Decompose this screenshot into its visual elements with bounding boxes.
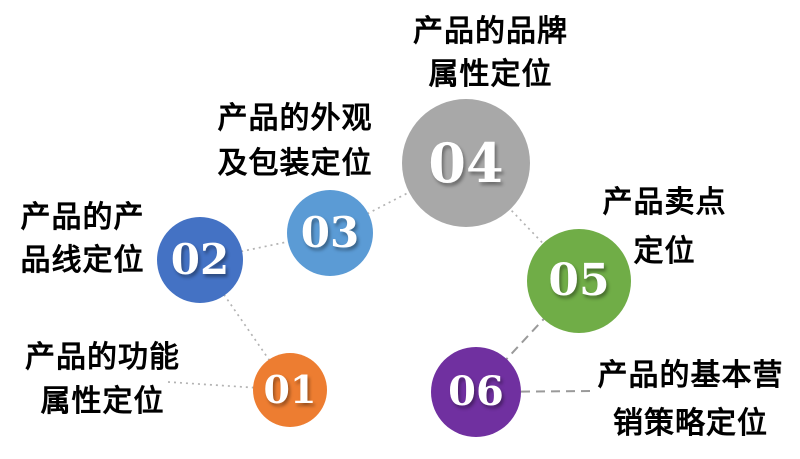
connector-label01-to-01 xyxy=(167,381,291,391)
node-circle-06: 06 xyxy=(431,347,521,437)
node-number-06: 06 xyxy=(448,368,504,415)
connector-02-to-03 xyxy=(199,232,331,261)
node-label-02-line1: 产品的产 xyxy=(20,201,145,234)
node-number-01: 01 xyxy=(263,367,317,412)
node-circle-01: 01 xyxy=(253,353,327,427)
node-label-03-line1: 产品的外观 xyxy=(217,102,373,135)
node-label-04-line1: 产品的品牌 xyxy=(413,15,568,48)
node-label-05: 产品卖点 定位 xyxy=(592,178,737,276)
node-circle-03: 03 xyxy=(287,190,373,276)
node-label-05-line2: 定位 xyxy=(633,235,696,268)
connector-01-to-02 xyxy=(199,259,291,391)
node-label-04: 产品的品牌 属性定位 xyxy=(398,10,583,96)
node-circle-04: 04 xyxy=(402,99,530,227)
node-label-01-line2: 属性定位 xyxy=(40,385,165,418)
node-label-02: 产品的产 品线定位 xyxy=(0,196,165,282)
node-label-06-line2: 销策略定位 xyxy=(613,407,768,440)
node-number-02: 02 xyxy=(170,235,230,284)
node-label-01-line1: 产品的功能 xyxy=(25,341,180,374)
node-label-04-line2: 属性定位 xyxy=(428,58,553,91)
node-label-03: 产品的外观 及包装定位 xyxy=(205,96,385,186)
node-label-06-line1: 产品的基本营 xyxy=(597,359,784,392)
node-label-01: 产品的功能 属性定位 xyxy=(5,336,200,424)
node-label-03-line2: 及包装定位 xyxy=(217,147,373,180)
node-number-03: 03 xyxy=(300,208,360,257)
node-number-05: 05 xyxy=(548,255,610,306)
node-number-04: 04 xyxy=(428,131,504,195)
node-label-02-line2: 品线定位 xyxy=(20,244,145,277)
node-label-05-line1: 产品卖点 xyxy=(602,186,727,219)
node-label-06: 产品的基本营 销策略定位 xyxy=(588,352,793,448)
node-circle-02: 02 xyxy=(157,217,243,303)
node-circle-05: 05 xyxy=(527,229,631,333)
